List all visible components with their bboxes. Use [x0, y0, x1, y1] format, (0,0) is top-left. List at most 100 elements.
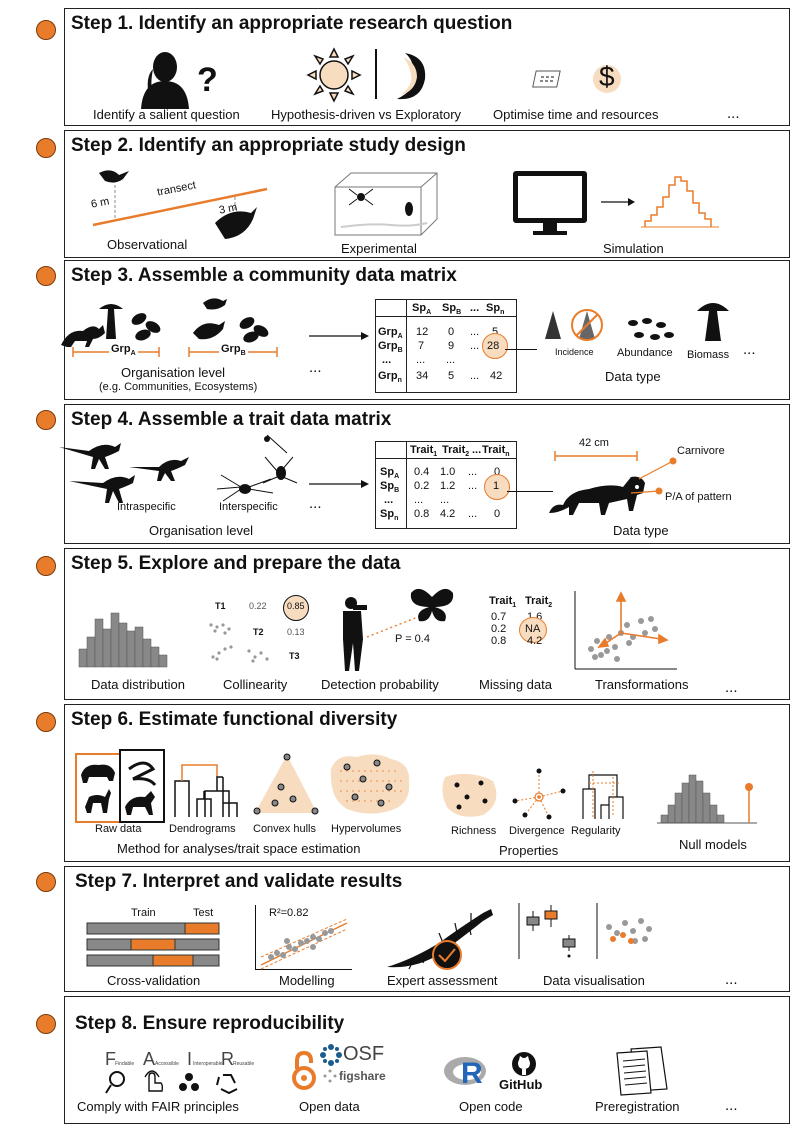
step-1-ellipsis: ...	[727, 105, 740, 122]
step-4-marker	[36, 410, 56, 430]
cm-col-1: SpB	[442, 302, 462, 317]
cm-cell: 34	[416, 370, 429, 382]
modelling-r2: R²=0.82	[269, 907, 309, 919]
coll-t3: T3	[289, 651, 300, 661]
cm-cell: 5	[492, 326, 499, 338]
step-1-label-hypothesis: Hypothesis-driven vs Exploratory	[271, 107, 462, 122]
biomass-icon	[697, 303, 729, 341]
hypothesis-divider	[375, 49, 377, 99]
tm-cell: ...	[468, 480, 478, 492]
missing-header-0: Trait1	[489, 595, 517, 610]
convex-hull-icon	[253, 753, 319, 815]
leaves-b-icon	[239, 317, 269, 343]
step-3-ellipsis-left: ...	[309, 359, 322, 376]
coll-v1: 0.22	[249, 601, 267, 611]
step-6-panel: Step 6. Estimate functional diversity Ra…	[64, 704, 790, 862]
magnifier-icon	[105, 1071, 125, 1094]
transformation-plot	[574, 591, 677, 670]
cm-cell: ...	[470, 340, 480, 352]
step-6-label-richness: Richness	[451, 825, 497, 837]
step-7-label-visualisation: Data visualisation	[543, 973, 645, 988]
trait-pointers	[630, 457, 677, 495]
step-7-label-expert: Expert assessment	[387, 973, 498, 988]
modelling-frame	[255, 905, 352, 970]
github-logo-icon	[512, 1052, 536, 1076]
calendar-icon	[532, 70, 561, 88]
community-matrix: SpA SpB ... Spn GrpA GrpB ... Grpn 12 0 …	[375, 299, 517, 393]
step-4-label-intraspecific: Intraspecific	[117, 501, 176, 513]
tm-cell: 0	[494, 508, 501, 520]
tm-cell: ...	[468, 508, 478, 520]
moon-icon	[397, 53, 426, 100]
fair-icons	[105, 1070, 238, 1095]
tm-col-3: Traitn	[482, 444, 510, 459]
step-5-ellipsis: ...	[725, 679, 738, 696]
viz-scatter-icon	[596, 903, 652, 959]
step-2-marker	[36, 138, 56, 158]
tm-col-2: ...	[472, 444, 482, 456]
step-3-label-organisation: Organisation level	[121, 365, 226, 380]
trait-matrix: Trait1 Trait2 ... Traitn SpA SpB ... Spn…	[375, 441, 517, 529]
cm-cell: 5	[448, 370, 455, 382]
missing-highlight	[519, 617, 547, 643]
raw-data-box-b	[119, 749, 165, 823]
gears-icon	[179, 1073, 199, 1091]
hypervolume-icon	[330, 754, 410, 814]
dendrogram-icon	[174, 764, 238, 817]
step-4-panel: Step 4. Assemble a trait data matrix Int…	[59, 404, 790, 544]
step-4-arrow	[309, 480, 369, 488]
cm-cell: ...	[470, 370, 480, 382]
step-4-label-organisation: Organisation level	[149, 523, 254, 538]
missing-header-1: Trait2	[525, 595, 553, 610]
person-question-icon: ?	[141, 52, 218, 109]
cm-col-2: ...	[470, 302, 480, 314]
dinosaurs-icon	[59, 443, 189, 503]
coll-t2: T2	[253, 627, 264, 637]
cm-row-0: GrpA	[378, 326, 403, 341]
cm-cell: 28	[487, 340, 500, 352]
step-6-label-method: Method for analyses/trait space estimati…	[117, 841, 361, 856]
group-b-silhouettes	[193, 298, 269, 343]
step-5-panel: Step 5. Explore and prepare the data Dat…	[64, 548, 790, 700]
dollar-icon	[593, 65, 621, 93]
step-7-label-modelling: Modelling	[279, 973, 335, 988]
tm-cell: 0.4	[414, 466, 430, 478]
figshare-logo-icon	[323, 1069, 337, 1083]
marten-icon	[61, 325, 105, 347]
tm-connector	[507, 491, 553, 492]
touch-icon	[144, 1070, 164, 1092]
collinearity-grid: T1 0.22 0.85 T2 0.13 T3	[205, 595, 315, 667]
spiders-icon	[216, 434, 298, 502]
group-b-label: GrpB	[219, 343, 248, 358]
step-4-title: Step 4. Assemble a trait data matrix	[71, 409, 392, 430]
data-type-incidence: Incidence	[555, 347, 594, 357]
step-5-marker	[36, 556, 56, 576]
tm-row-0: SpA	[380, 466, 400, 481]
cm-cell: ...	[446, 354, 456, 366]
tm-cell: 1	[493, 480, 500, 492]
step-4-label-interspecific: Interspecific	[219, 501, 278, 513]
r-logo-icon	[444, 1057, 486, 1085]
terrarium-icon	[334, 172, 438, 236]
osf-logo-icon	[320, 1044, 342, 1066]
cm-row-1: GrpB	[378, 340, 403, 355]
modelling-plot	[260, 918, 348, 970]
step-2-label-experimental: Experimental	[341, 241, 417, 256]
boxplot-icon	[518, 903, 576, 959]
step-8-marker	[36, 1014, 56, 1034]
step-6-label-divergence: Divergence	[509, 825, 565, 837]
detection-line	[366, 614, 424, 638]
null-model-histogram	[657, 774, 757, 824]
cm-col-3: Spn	[486, 302, 505, 317]
tm-cell: ...	[468, 466, 478, 478]
cm-connector	[505, 349, 537, 350]
tm-cell: 0.8	[414, 508, 430, 520]
step-2-title: Step 2. Identify an appropriate study de…	[71, 135, 466, 156]
step-3-marker	[36, 266, 56, 286]
sun-icon	[306, 47, 362, 103]
step-1-label-question: Identify a salient question	[93, 107, 240, 122]
step-5-label-transformations: Transformations	[595, 677, 689, 692]
tm-col-1: Trait2	[442, 444, 470, 459]
step-6-label-raw: Raw data	[95, 823, 142, 835]
figshare-logo-text: figshare	[339, 1069, 386, 1083]
